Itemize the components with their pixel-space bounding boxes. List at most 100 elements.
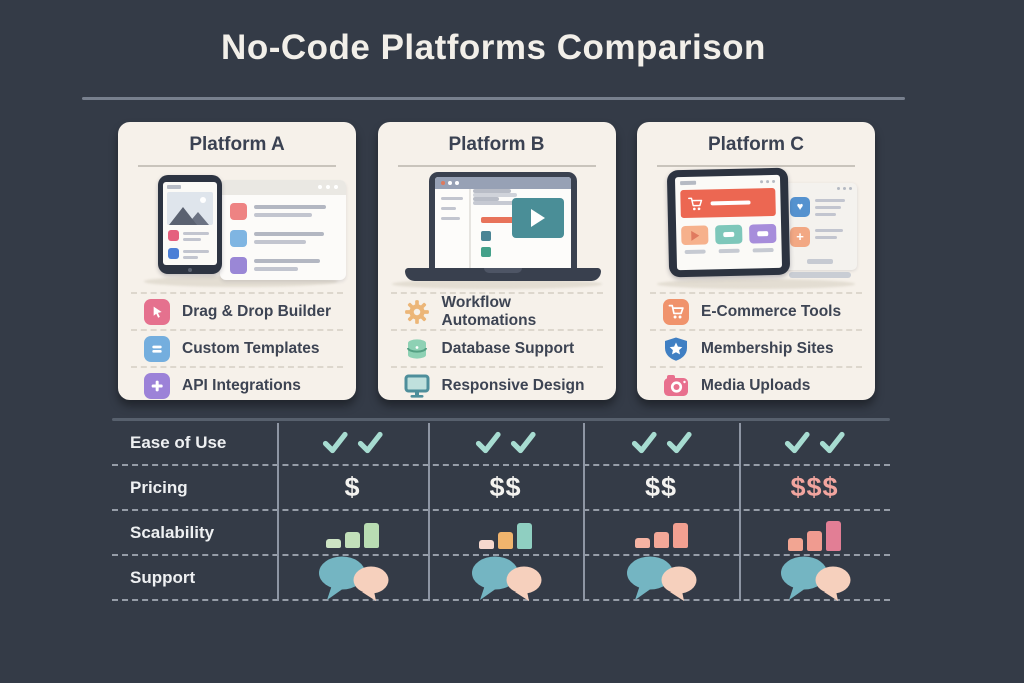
- price-indicator: $: [344, 472, 361, 502]
- header: No-Code Platforms Comparison: [82, 28, 905, 68]
- column-divider: [583, 423, 585, 601]
- play-icon: [530, 209, 545, 227]
- table-row: Support: [112, 556, 890, 601]
- table-cell: [739, 511, 890, 554]
- page-title: No-Code Platforms Comparison: [221, 28, 766, 67]
- table-cell: [428, 421, 583, 464]
- card-divider: [397, 165, 596, 167]
- platform-cards-row: Platform A: [118, 122, 875, 400]
- check-icon: [357, 431, 383, 454]
- feature-row: Database Support: [390, 329, 603, 366]
- chat-bubbles-icon: [471, 556, 541, 601]
- table-cell: $: [277, 466, 428, 509]
- play-button-mockup: [681, 225, 709, 246]
- table-row: Ease of Use: [112, 421, 890, 466]
- plus-icon: [144, 372, 170, 399]
- feature-label: Membership Sites: [701, 339, 834, 357]
- table-top-border: [112, 418, 890, 421]
- table-cell: [739, 556, 890, 601]
- price-indicator: $$$: [790, 472, 839, 502]
- browser-topbar: [220, 180, 346, 195]
- shield-star-icon: [663, 336, 689, 362]
- feature-label: Custom Templates: [182, 339, 320, 357]
- chat-bubbles-icon: [627, 556, 697, 601]
- check-icon: [322, 431, 348, 454]
- feature-label: API Integrations: [182, 376, 301, 394]
- feature-row: Media Uploads: [650, 366, 862, 403]
- feature-row: Workflow Automations: [390, 292, 603, 329]
- feature-row: Responsive Design: [390, 366, 603, 403]
- feature-label: Media Uploads: [701, 376, 811, 394]
- platform-a-title: Platform A: [189, 134, 285, 155]
- bar-chart-icon: [634, 517, 688, 548]
- bar-chart-icon: [788, 515, 841, 551]
- feature-label: Workflow Automations: [441, 293, 537, 329]
- check-icon: [510, 431, 536, 454]
- row-label: Ease of Use: [130, 432, 227, 452]
- browser-window-illustration: ♥ +: [783, 183, 857, 270]
- table-cell: $$$: [739, 466, 890, 509]
- button-mockup: [715, 224, 743, 245]
- platform-b-illustration: [384, 167, 610, 292]
- platform-a-features: Drag & Drop Builder Custom Templates API…: [131, 292, 343, 403]
- row-label: Support: [130, 567, 196, 587]
- price-indicator: $$: [489, 472, 522, 502]
- template-icon: [144, 335, 170, 362]
- phone-illustration: [158, 175, 222, 274]
- laptop-screen-illustration: [428, 172, 577, 268]
- table-cell: [739, 421, 890, 464]
- table-cell: [428, 556, 583, 601]
- table-cell: [583, 511, 739, 554]
- card-divider: [657, 165, 855, 167]
- column-divider: [739, 423, 741, 601]
- platform-c-card: Platform C ♥ +: [637, 122, 875, 400]
- column-divider: [277, 423, 279, 601]
- camera-icon: [663, 373, 689, 399]
- chat-bubbles-icon: [318, 556, 388, 601]
- comparison-table: Ease of Use Pricing $ $$ $$ $$$ Scalabil…: [112, 418, 890, 601]
- bar-chart-icon: [326, 517, 379, 548]
- monitor-icon: [404, 373, 430, 399]
- table-row: Scalability: [112, 511, 890, 556]
- check-icon: [631, 431, 657, 454]
- table-body: Ease of Use Pricing $ $$ $$ $$$ Scalabil…: [112, 421, 890, 601]
- card-divider: [138, 165, 336, 167]
- gear-icon: [404, 299, 430, 325]
- tablet-illustration: [666, 167, 791, 278]
- bar-chart-icon: [479, 517, 532, 549]
- heart-icon: ♥: [790, 197, 810, 217]
- platform-b-title: Platform B: [448, 134, 545, 155]
- button-mockup: [749, 223, 777, 244]
- feature-row: E-Commerce Tools: [650, 292, 862, 329]
- cart-icon: [663, 298, 689, 325]
- header-divider: [82, 97, 905, 100]
- platform-c-features: E-Commerce Tools Membership Sites: [650, 292, 862, 403]
- feature-row: API Integrations: [131, 366, 343, 403]
- feature-label: Database Support: [441, 339, 575, 357]
- feature-row: Drag & Drop Builder: [131, 292, 343, 329]
- platform-b-features: Workflow Automations Database Support: [390, 292, 603, 403]
- platform-a-card: Platform A: [118, 122, 356, 400]
- price-indicator: $$: [644, 472, 678, 502]
- row-label: Scalability: [130, 522, 215, 542]
- check-icon: [784, 431, 810, 454]
- plus-icon: +: [790, 227, 810, 247]
- table-cell: [583, 556, 739, 601]
- content-mockup: [472, 189, 571, 268]
- table-row: Pricing $ $$ $$ $$$: [112, 466, 890, 511]
- database-icon: [404, 336, 430, 362]
- sidebar-mockup: [435, 189, 471, 268]
- table-cell: $$: [428, 466, 583, 509]
- table-cell: $$: [583, 466, 739, 509]
- row-label: Pricing: [130, 477, 188, 497]
- video-player-mockup: [511, 198, 564, 238]
- feature-label: Drag & Drop Builder: [182, 302, 331, 320]
- ecommerce-banner-mockup: [680, 187, 776, 219]
- check-icon: [819, 431, 845, 454]
- platform-b-card: Platform B: [377, 122, 616, 403]
- platform-c-title: Platform C: [707, 134, 805, 155]
- illustration-shadow: [657, 279, 855, 289]
- cursor-icon: [144, 298, 170, 325]
- browser-window-illustration: [220, 180, 346, 280]
- column-divider: [428, 423, 430, 601]
